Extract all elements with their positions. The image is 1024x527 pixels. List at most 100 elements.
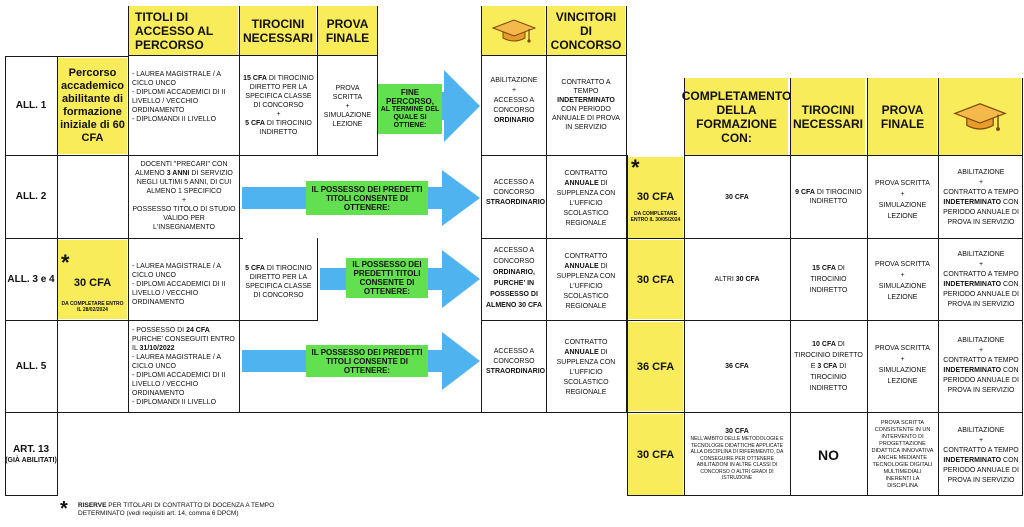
grid-line: [317, 238, 318, 321]
percorso-60-cfa: Percorso accademico abilitante di formaz…: [58, 58, 127, 154]
row-label-all34: ALL. 3 e 4: [7, 273, 55, 285]
header-tirocini-right: TIROCINI NECESSARI: [791, 78, 865, 155]
grid-line: [626, 6, 627, 413]
all2-res: ABILITAZIONE + CONTRATTO A TEMPO INDETER…: [943, 169, 1019, 226]
grid-line: [627, 412, 1023, 413]
row-label-all5: ALL. 5: [15, 360, 47, 372]
grid-line: [5, 155, 378, 156]
list-item: - DIPLOMI ACCADEMICI DI II LIVELLO / VEC…: [132, 89, 226, 114]
all5-titoli: - POSSESSO DI 24 CFA PURCHE' CONSEGUITI …: [129, 324, 239, 412]
grid-line: [128, 6, 129, 413]
all1-vincitori: CONTRATTO A TEMPO INDETERMINATO CON PERI…: [552, 79, 620, 131]
all2-esito: ACCESSO A CONCORSO STRAORDINARIO: [486, 179, 546, 206]
all1-titoli-list: - LAUREA MAGISTRALE / A CICLO UNCO - DIP…: [132, 70, 236, 124]
all1-esito: ABILITAZIONE + ACCESSO A CONCORSO ORDINA…: [490, 77, 538, 124]
graduation-cap-icon: [491, 18, 536, 43]
grid-line: [377, 6, 378, 156]
all2-vincitori: CONTRATTO ANNUALE DI SUPPLENZA CON L'UFF…: [556, 170, 616, 227]
all2-prova: PROVA SCRITTA + SIMULAZIONE LEZIONE: [875, 180, 930, 220]
row-label-all1: ALL. 1: [15, 100, 47, 111]
grid-line: [684, 78, 685, 496]
all34-tir: 15 CFA DI TIROCINIO INDIRETTO: [809, 265, 848, 294]
all34-cfa-right: 30 CFA: [628, 240, 683, 319]
list-item: - LAUREA MAGISTRALE / A CICLO UNCO: [132, 354, 221, 370]
header-prova: PROVA FINALE: [318, 6, 377, 55]
list-item: - LAUREA MAGISTRALE / A CICLO UNCO: [132, 71, 221, 87]
fine-percorso-box: FINE PERCORSO, AL TERMINE DEL QUALE SI O…: [378, 84, 442, 134]
header-prova-right: PROVA FINALE: [868, 78, 937, 155]
possesso-box-all2: IL POSSESSO DEI PREDETTI TITOLI CONSENTE…: [306, 181, 428, 215]
header-cap-right: [939, 78, 1021, 155]
grid-line: [482, 320, 626, 321]
grid-line: [239, 6, 240, 413]
grid-line: [790, 78, 791, 496]
grid-line: [5, 238, 243, 239]
art13-prova: PROVA SCRITTA CONSISTENTE IN UN INTERVEN…: [871, 419, 934, 489]
row-label-art13: ART. 13 (GIÀ ABILITATI): [5, 443, 57, 464]
header-cap-cell: [482, 6, 545, 55]
grid-line: [867, 78, 868, 496]
list-item: - DIPLOMI ACCADEMICI DI II LIVELLO / VEC…: [132, 281, 226, 306]
possesso-box-all34: IL POSSESSO DEI PREDETTI TITOLI CONSENTE…: [346, 258, 428, 298]
all2-compl: 30 CFA: [725, 193, 749, 201]
asterisk-icon: *: [61, 250, 70, 275]
all5-esito: ACCESSO A CONCORSO STRAORDINARIO: [486, 348, 546, 375]
grid-line: [317, 6, 318, 156]
header-tirocini: TIROCINI NECESSARI: [240, 6, 316, 55]
all5-titoli-list: - LAUREA MAGISTRALE / A CICLO UNCO - DIP…: [132, 353, 236, 407]
all2-titoli: DOCENTI "PRECARI" CON ALMENO 3 ANNI DI S…: [132, 161, 236, 231]
all5-vincitori: CONTRATTO ANNUALE DI SUPPLENZA CON L'UFF…: [556, 339, 616, 396]
all1-prova: PROVA SCRITTA + SIMULAZIONE LEZIONE: [323, 85, 372, 128]
all34-cfa-cell: * 30 CFA DA COMPLETARE ENTRO IL 28/02/20…: [58, 240, 127, 319]
footnote: * RISERVE PER TITOLARI DI CONTRATTO DI D…: [60, 499, 360, 523]
header-completamento: COMPLETAMENTO DELLA FORMAZIONE CON:: [682, 78, 791, 155]
all5-cfa-right: 36 CFA: [628, 322, 683, 411]
grid-line: [546, 6, 547, 413]
possesso-box-all5: IL POSSESSO DEI PREDETTI TITOLI CONSENTE…: [306, 345, 428, 377]
grid-line: [5, 495, 57, 496]
list-item: - LAUREA MAGISTRALE / A CICLO UNCO: [132, 263, 221, 279]
grid-line: [684, 155, 1023, 156]
art13-tir: NO: [818, 446, 839, 463]
grid-line: [482, 238, 626, 239]
grid-line: [5, 56, 6, 496]
grid-line: [5, 320, 318, 321]
grid-line: [481, 6, 482, 413]
grid-line: [627, 320, 1023, 321]
grid-line: [1022, 78, 1023, 496]
all34-titoli-list: - LAUREA MAGISTRALE / A CICLO UNCO - DIP…: [132, 262, 236, 307]
grid-line: [938, 78, 939, 496]
all34-esito: ACCESSO A CONCORSO ORDINARIO, PURCHE' IN…: [486, 247, 543, 309]
grid-line: [5, 412, 626, 413]
list-item: - DIPLOMANDI II LIVELLO: [132, 399, 217, 406]
graduation-cap-icon: [953, 102, 1007, 131]
all1-titoli: - LAUREA MAGISTRALE / A CICLO UNCO - DIP…: [129, 68, 239, 148]
all5-res: ABILITAZIONE + CONTRATTO A TEMPO INDETER…: [943, 337, 1019, 394]
asterisk-icon: *: [60, 498, 68, 520]
grid-line: [627, 155, 628, 496]
all34-vincitori: CONTRATTO ANNUALE DI SUPPLENZA CON L'UFF…: [556, 253, 616, 310]
art13-cfa-right: 30 CFA: [628, 414, 683, 495]
all2-tir: 9 CFA DI TIROCINIO INDIRETTO: [795, 189, 862, 205]
all5-prova: PROVA SCRITTA + SIMULAZIONE LEZIONE: [875, 345, 930, 385]
grid-line: [627, 495, 1023, 496]
list-item: - DIPLOMI ACCADEMICI DI II LIVELLO / VEC…: [132, 372, 226, 397]
all34-titoli: - LAUREA MAGISTRALE / A CICLO UNCO - DIP…: [129, 260, 239, 310]
footnote-text: RISERVE PER TITOLARI DI CONTRATTO DI DOC…: [78, 502, 275, 517]
grid-line: [482, 155, 626, 156]
all34-tirocini: 5 CFA DI TIROCINIO DIRETTO PER LA SPECIF…: [245, 265, 312, 299]
all1-tirocini: 15 CFA DI TIROCINIO DIRETTO PER LA SPECI…: [243, 75, 314, 136]
header-titoli: TITOLI DI ACCESSO AL PERCORSO: [129, 6, 238, 55]
asterisk-icon: *: [631, 155, 640, 180]
all5-compl: 36 CFA: [725, 363, 749, 370]
header-vincitori: VINCITORI DI CONCORSO: [547, 6, 625, 55]
all5-tir: 10 CFA DI TIROCINIO DIRETTO E 3 CFA DI T…: [794, 341, 863, 392]
grid-line: [627, 238, 1023, 239]
row-label-all2: ALL. 2: [15, 191, 47, 202]
grid-line: [5, 56, 129, 57]
grid-line: [482, 55, 626, 56]
grid-line: [129, 55, 378, 56]
grid-line: [57, 56, 58, 496]
all34-res: ABILITAZIONE + CONTRATTO A TEMPO INDETER…: [943, 251, 1019, 308]
all34-compl: ALTRI 30 CFA: [714, 276, 760, 283]
